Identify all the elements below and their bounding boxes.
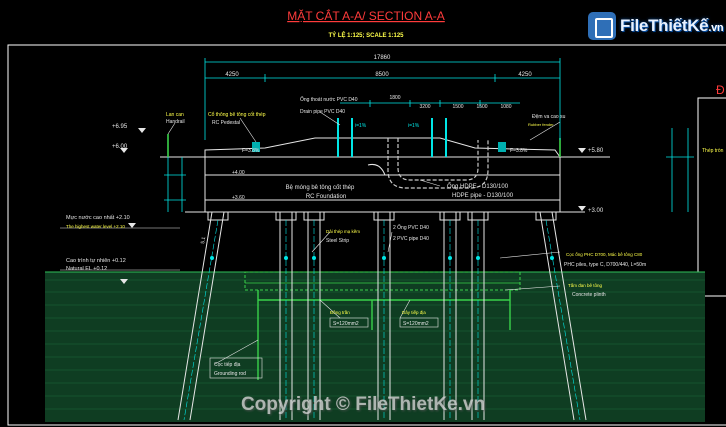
level-top-left: +6.95 [112,124,128,130]
pvc-en: 2 PVC pipe D40 [393,236,429,242]
piles [177,211,587,421]
pedestal-en: RC Pedestal [212,120,240,126]
copper-vi: Đồng trần [330,310,350,315]
earth-hatch [45,279,705,410]
site-logo: FileThiếtKế.vn [588,10,724,44]
nat-el-vi: Cao trình tự nhiên +0.12 [66,258,126,264]
logo-name: FileThiếtKế [620,16,709,35]
drawing-scale: TỶ LỆ 1:125; SCALE 1:125 [328,31,404,39]
pile-centerlines [183,219,581,421]
centerline-curve [367,164,386,176]
water-en: The highest water level +2.10 [66,224,125,229]
pile-caps [207,211,557,221]
level-cap-left: +6.00 [112,144,128,150]
strip-vi: Dải thép mạ kẽm [326,229,360,234]
dim-overall: 17860 [374,55,391,61]
dim-sub3: 1500 [452,104,463,110]
pile-vi: Cọc ống PHC D700, Mác bê tông C80 [566,252,643,257]
water-vi: Mực nước cao nhất +2.10 [66,215,130,221]
level-markers [120,128,586,284]
dim-sub2: 3200 [419,104,430,110]
dim-sub4: 1500 [476,104,487,110]
dim-middle: 8500 [375,72,389,78]
copper2-box [399,317,439,328]
dim-sub1: 1800 [389,95,400,101]
cap-label-en: RC Foundation [306,194,346,200]
level-mid: +4.00 [232,170,245,176]
logo-domain: .vn [708,22,724,34]
slope-left: F=3.8% [242,148,260,154]
side-panel-label: Thép tròn [702,148,724,154]
cap-label-vi: Bệ móng bê tông cốt thép [286,185,355,191]
pipe-en: Drain pipe PVC D40 [300,109,345,115]
side-panel-letter: Đ [716,83,725,97]
hdpe-label-vi: Ống HDPE - D130/100 [447,183,509,190]
level-cap-right: +5.80 [588,148,604,154]
handrail-en: Handrail [166,119,185,125]
pedestals [252,142,506,152]
hdpe-pipe [387,138,489,189]
concrete-plinth [244,271,521,291]
nat-el-en: Natural EL +0.12 [66,266,107,272]
copper2-vi: Dây tiếp địa [402,310,426,315]
earth-fill [45,272,705,422]
handrail-vi: Lan can [166,112,184,118]
side-panel [697,97,726,297]
pedestal-vi: Cổ thông bê tông cốt thép [208,111,266,118]
fender-en: Rubber fender [528,122,554,127]
copyright-watermark: Copyright © FileThietKe.vn [240,394,486,415]
leader-lines [167,111,561,365]
copper-en: S=120mm2 [333,321,359,327]
slope-right: F=3.8% [510,148,528,154]
slope-right-2: i=1% [408,123,420,129]
drain-pipes [337,118,447,157]
node-dots [210,256,554,260]
fender-vi: Đệm va cao su [532,114,566,120]
pile-length: 5.1 [200,236,207,244]
pile-en: PHC piles, type C, D700/440, L=50m [564,262,646,268]
level-bottom-cap: +3.60 [232,195,245,201]
level-bottom-right: +3.00 [588,208,604,214]
strip-en: Steel Strip [326,238,349,244]
handrails [167,134,561,157]
slope-mid: i=1% [355,123,367,129]
hdpe-pipe-2 [397,138,479,181]
logo-file-icon [588,12,616,40]
dim-right: 4250 [518,72,532,78]
dimension-lines [164,58,694,212]
dim-left: 4250 [225,72,239,78]
concrete-en: Concrete plinth [572,292,606,298]
hdpe-label-en: HDPE pipe - D130/100 [452,193,514,199]
drawing-title: MẶT CẮT A-A/ SECTION A-A [287,8,445,23]
concrete-vi: Tấm đan bê tông [568,283,603,288]
ground-rod-en: Grounding rod [214,371,246,377]
logo-text: FileThiếtKế.vn [620,16,724,36]
drawing-frame [7,44,726,426]
dim-sub5: 1080 [500,104,511,110]
pipe-vi: Ống thoát nước PVC D40 [300,96,358,103]
ground-rod-box [209,357,263,379]
copper2-en: S=120mm2 [403,321,429,327]
pvc-vi: 2 Ống PVC D40 [393,224,429,231]
copper-box [329,317,369,328]
ground-rod-vi: Cọc tiếp địa [214,362,241,368]
